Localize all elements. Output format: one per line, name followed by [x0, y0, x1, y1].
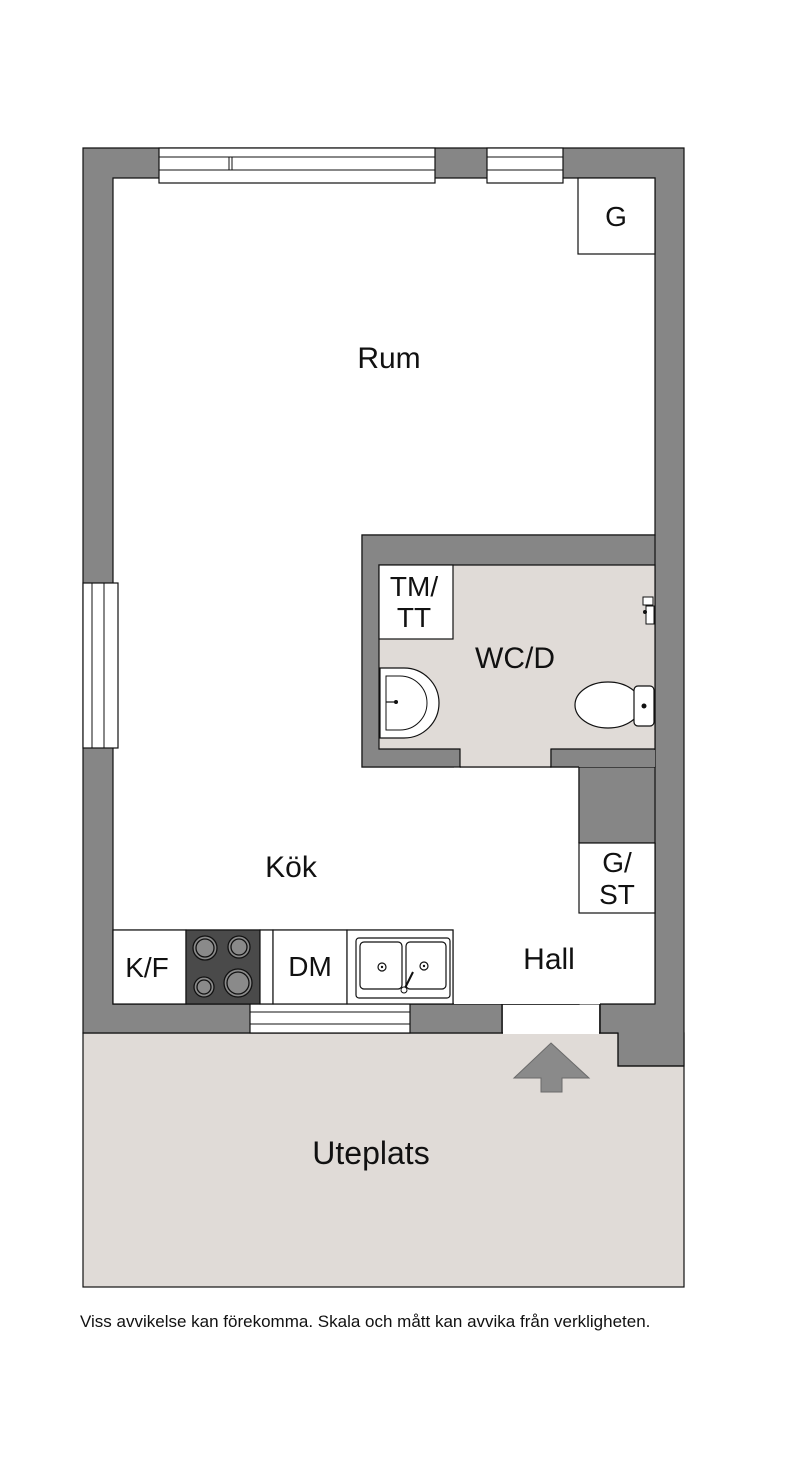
dishwasher [272, 929, 348, 1005]
burner-icon [192, 935, 253, 998]
window-bottom [249, 998, 411, 1034]
sink-icon [355, 937, 451, 999]
room-label-wcd: WC/D [475, 642, 555, 675]
window-top-small [486, 147, 564, 184]
tm-tt-label-line2: TT [397, 602, 431, 633]
disclaimer-text: Viss avvikelse kan förekomma. Skala och … [80, 1312, 651, 1331]
g-st-label-line2: ST [599, 879, 635, 910]
fridge-freezer [112, 929, 187, 1005]
washbasin-icon [379, 667, 440, 739]
g-st-label-line1: G/ [602, 847, 632, 878]
entrance-opening [503, 1005, 599, 1034]
room-label-uteplats: Uteplats [312, 1135, 429, 1171]
hall-wall [578, 766, 656, 844]
window-left [82, 582, 119, 749]
window-top-large [158, 147, 436, 184]
entrance-arrow-icon [512, 1042, 591, 1093]
room-label-hall: Hall [523, 943, 575, 976]
wardrobe-g [577, 177, 656, 255]
toilet-icon [574, 681, 655, 729]
g-st-box [578, 842, 656, 914]
kitchen-counter [112, 929, 454, 1005]
room-label-kok: Kök [265, 851, 318, 884]
hall-floor-main [454, 767, 579, 1004]
dm-label: DM [288, 951, 332, 982]
kf-label: K/F [125, 952, 169, 983]
wardrobe-g-label: G [605, 201, 627, 232]
tm-tt-box [378, 564, 454, 640]
room-label-rum: Rum [357, 342, 420, 375]
tm-tt-label-line1: TM/ [390, 571, 438, 602]
shower-mixer-icon [642, 596, 655, 625]
